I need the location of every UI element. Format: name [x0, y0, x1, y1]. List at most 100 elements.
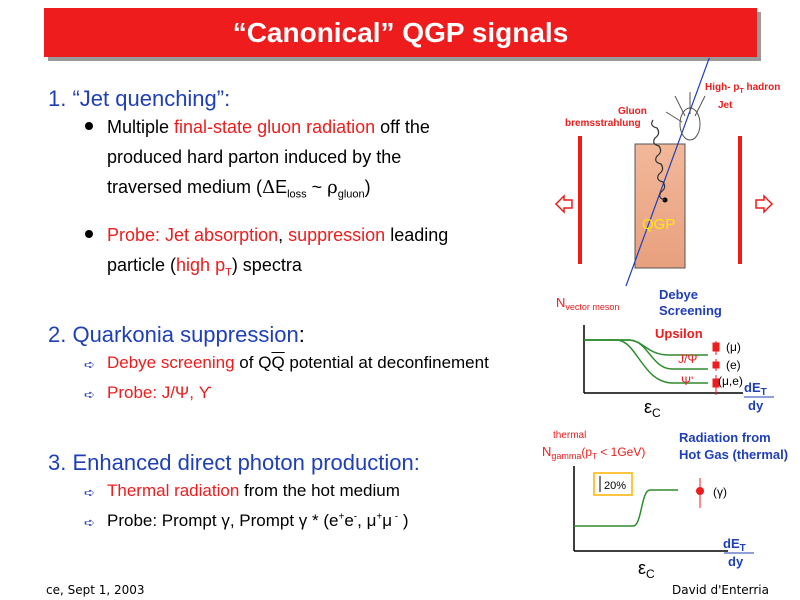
det-label: dET: [723, 536, 746, 554]
text-red: high p: [176, 255, 226, 275]
debye-label-1: Debye: [659, 287, 698, 302]
mue-label: (μ,e): [718, 374, 743, 388]
text: off the: [375, 117, 430, 137]
e-label: (e): [726, 358, 741, 372]
text: ) spectra: [231, 255, 302, 275]
jpsi-curve: [584, 339, 708, 370]
text: ): [364, 177, 371, 197]
text: μ: [382, 511, 393, 530]
debye-label-2: Screening: [659, 303, 722, 318]
bullet-dot: [85, 122, 93, 130]
section1-bullet2: Probe: Jet absorption, suppression leadi…: [107, 220, 527, 288]
thermal-curve: [574, 489, 678, 527]
brems-label: bremsstrahlung: [565, 118, 641, 129]
section1-bullet1: Multiple final-state gluon radiation off…: [107, 112, 527, 210]
dy-label: dy: [728, 554, 744, 569]
psiprime-label: Ψ': [681, 374, 693, 388]
data-points: [712, 341, 720, 395]
text: Probe: Prompt γ, Prompt γ * (e: [107, 511, 339, 530]
text-red: Probe: J/Ψ, ϒ: [107, 383, 212, 402]
radiation-label-1: Radiation from: [679, 430, 771, 445]
text: particle (: [107, 255, 177, 275]
text: ρ: [327, 177, 338, 198]
text: +: [338, 511, 345, 523]
text: , μ: [357, 511, 377, 530]
section2-bullet1: Debye screening of QQ potential at decon…: [107, 353, 489, 373]
text-red: final-state gluon radiation: [174, 117, 376, 137]
gamma-point: [696, 487, 704, 495]
section1-heading: 1. “Jet quenching”:: [48, 86, 231, 111]
qgp-medium: [634, 143, 686, 269]
section2-heading: 2. Quarkonia suppression:: [48, 322, 305, 348]
n-thermal-sup: thermal: [553, 430, 586, 441]
arrow-bullet-icon: ➪: [84, 357, 95, 372]
mu-label: (μ): [726, 340, 741, 354]
text: gluon: [337, 188, 365, 201]
n-vector-label: Nvector meson: [556, 295, 619, 312]
left-arrow-icon: [554, 194, 573, 214]
percent-box: [593, 472, 633, 496]
footer-right: David d'Enterria: [672, 583, 769, 597]
text-red: Thermal radiation: [107, 481, 240, 500]
det-label: dET: [744, 380, 767, 398]
text: Δ: [262, 177, 276, 198]
text: traversed medium (: [107, 177, 263, 197]
jpsi-label: J/Ψ: [678, 352, 697, 366]
text-red: suppression: [288, 225, 386, 245]
text: E: [275, 177, 288, 197]
section3-bullet2: Probe: Prompt γ, Prompt γ * (e+e-, μ+μ -…: [107, 511, 409, 531]
text-red: T: [225, 266, 232, 279]
upsilon-label: Upsilon: [655, 326, 703, 341]
quarkonia-plot: Nvector meson Debye Screening Upsilon J/…: [556, 287, 774, 420]
text: :: [298, 322, 305, 347]
text: from the hot medium: [239, 481, 400, 500]
jet-fragments: [665, 92, 706, 123]
qgp-diagram: High- pT hadron Jet Gluon bremsstrahlung…: [554, 58, 780, 287]
text: -: [353, 511, 358, 523]
arrow-bullet-icon: ➪: [84, 485, 95, 500]
gluon-spring: [651, 119, 666, 201]
footer-left: ce, Sept 1, 2003: [46, 583, 145, 597]
text: ): [398, 511, 409, 530]
text: loss: [287, 188, 307, 201]
text: produced hard parton induced by the: [107, 147, 402, 167]
jet-line: [625, 58, 710, 287]
epsilon-c-label: εC: [638, 558, 655, 581]
right-boundary: [738, 136, 742, 264]
text: ,: [278, 225, 289, 245]
text-red: Probe: Jet absorption: [107, 225, 279, 245]
text: e: [344, 511, 354, 530]
text: leading: [385, 225, 449, 245]
gamma-label: (γ): [713, 485, 727, 499]
text: Q: [271, 353, 285, 372]
text: -: [392, 511, 399, 523]
text: ~: [306, 177, 328, 197]
text: potential at deconfinement: [284, 353, 489, 372]
photon-plot: thermal Ngamma(pT < 1GeV) Radiation from…: [542, 430, 788, 581]
n-gamma-label: Ngamma(pT < 1GeV): [542, 444, 645, 461]
bullet-dot: [85, 230, 93, 238]
gluon-label: Gluon: [618, 106, 647, 117]
text: of Q: [234, 353, 272, 372]
high-pt-label: High- pT hadron: [705, 82, 780, 95]
text: 2. Quarkonia suppression: [48, 322, 299, 347]
left-boundary: [578, 136, 582, 264]
right-arrow-icon: [755, 194, 774, 214]
section2-bullet2: Probe: J/Ψ, ϒ: [107, 383, 212, 403]
qgp-label: QGP: [642, 216, 675, 233]
jet-label: Jet: [718, 100, 733, 111]
section3-heading: 3. Enhanced direct photon production:: [48, 450, 420, 475]
text: +: [376, 511, 383, 523]
arrow-bullet-icon: ➪: [84, 387, 95, 402]
psiprime-curve: [584, 339, 708, 384]
epsilon-c-label: εC: [644, 397, 661, 420]
section3-bullet1: Thermal radiation from the hot medium: [107, 481, 400, 501]
slide-title: “Canonical” QGP signals: [232, 16, 569, 48]
radiation-label-2: Hot Gas (thermal): [679, 447, 788, 462]
text-red: Debye screening: [107, 353, 235, 372]
dy-label: dy: [748, 398, 764, 413]
text: Multiple: [107, 117, 175, 137]
title-bar: “Canonical” QGP signals: [44, 8, 757, 57]
percent-label: 20%: [604, 480, 626, 492]
arrow-bullet-icon: ➪: [84, 515, 95, 530]
